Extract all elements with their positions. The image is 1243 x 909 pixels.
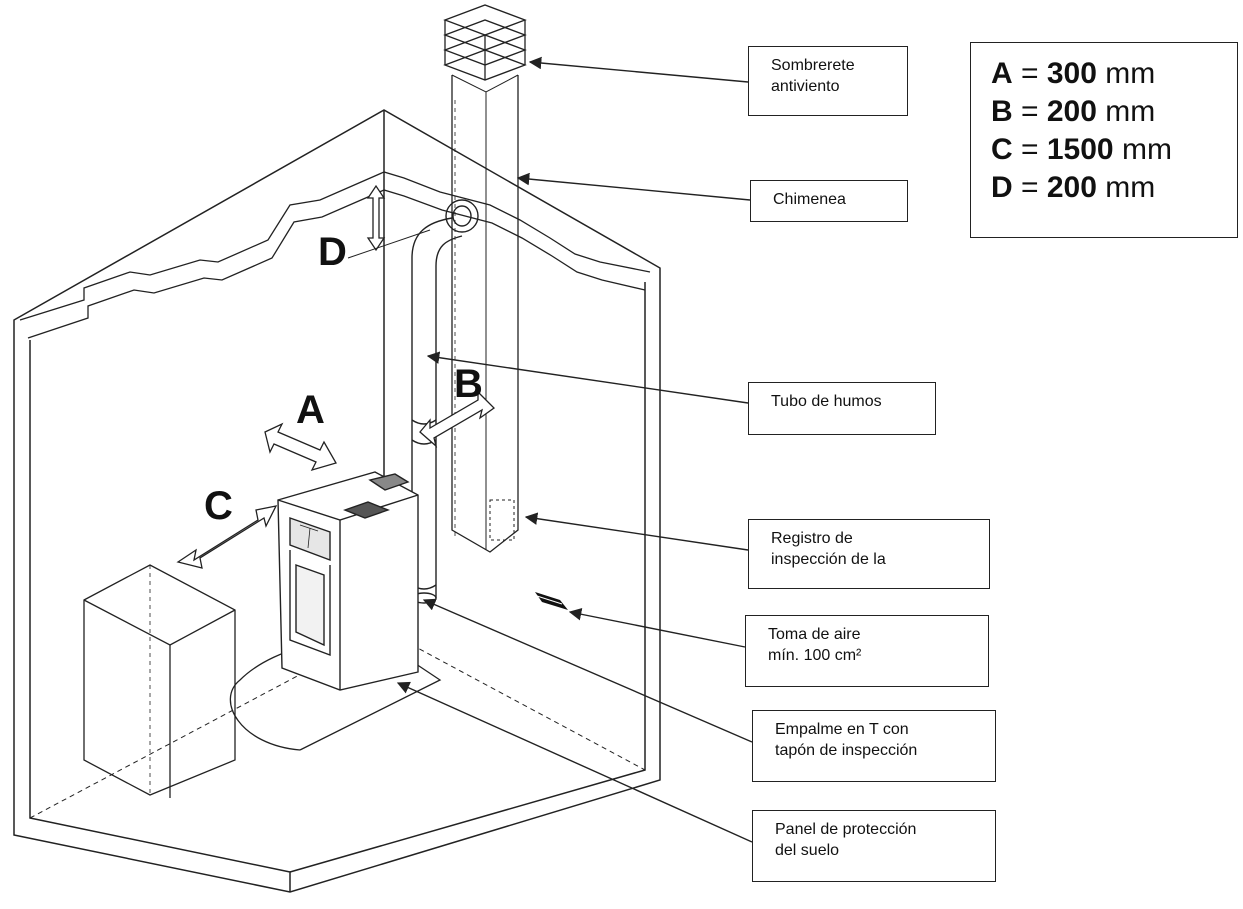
leader-lines bbox=[396, 56, 753, 843]
dimension-letter-a: A bbox=[296, 388, 325, 432]
label-toma-aire: Toma de aire mín. 100 cm² bbox=[745, 615, 989, 687]
pellet-stove bbox=[277, 471, 419, 691]
dimension-letter-d: D bbox=[318, 230, 347, 274]
label-tubo-humos: Tubo de humos bbox=[748, 382, 936, 435]
label-panel: Panel de protección del suelo bbox=[752, 810, 996, 882]
dimension-legend: A = 300 mm B = 200 mm C = 1500 mm D = 20… bbox=[970, 42, 1238, 238]
ceiling-moulding bbox=[19, 171, 651, 339]
inspection-register bbox=[489, 499, 515, 541]
dimension-letter-b: B bbox=[454, 362, 483, 406]
dimension-row-a: A = 300 mm bbox=[991, 57, 1156, 90]
dimension-row-b: B = 200 mm bbox=[991, 95, 1156, 128]
wind-cap bbox=[443, 4, 527, 81]
dimension-letter-c: C bbox=[204, 484, 233, 528]
dimension-row-d: D = 200 mm bbox=[991, 171, 1156, 204]
chimney bbox=[451, 74, 519, 553]
label-chimenea: Chimenea bbox=[750, 180, 908, 222]
label-empalme: Empalme en T con tapón de inspección bbox=[752, 710, 996, 782]
air-intake bbox=[535, 592, 568, 610]
dimension-row-c: C = 1500 mm bbox=[991, 133, 1172, 166]
label-registro: Registro de inspección de la bbox=[748, 519, 990, 589]
cabinet bbox=[83, 564, 236, 798]
clearance-arrows bbox=[176, 184, 496, 569]
label-sombrerete: Sombrerete antiviento bbox=[748, 46, 908, 116]
